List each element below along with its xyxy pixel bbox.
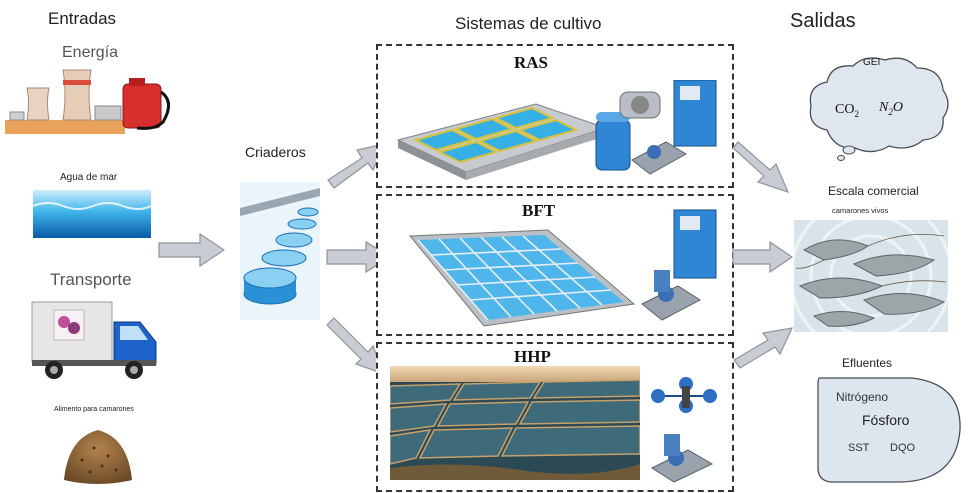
effluent-nitrogen: Nitrógeno — [836, 390, 889, 404]
energy-image — [5, 62, 175, 137]
hatchery-label: Criaderos — [245, 144, 306, 160]
bft-title: BFT — [522, 201, 556, 220]
co2-formula: CO2 — [835, 102, 859, 119]
hhp-system-box: HHP — [376, 342, 734, 492]
live-shrimp-image — [794, 220, 948, 332]
outputs-header: Salidas — [790, 10, 856, 32]
seawater-image — [33, 190, 151, 238]
seawater-label: Agua de mar — [60, 172, 118, 183]
arrow-hhp-to-outputs — [732, 326, 794, 372]
hatchery-image — [240, 182, 320, 320]
hhp-aerial-ponds-image — [390, 366, 640, 480]
ghg-cloud: GEI CO2 N2O — [805, 52, 953, 162]
commercial-scale-label: Escala comercial — [828, 184, 919, 198]
feed-label: Alimento para camarones — [54, 406, 134, 413]
inputs-header: Entradas — [48, 9, 117, 28]
bft-equipment-image — [640, 204, 720, 330]
ras-title: RAS — [514, 53, 549, 72]
n2o-formula: N2O — [879, 100, 903, 117]
effluent-cod: DQO — [890, 442, 916, 454]
feed-image — [60, 420, 136, 488]
ras-system-box: RAS — [376, 44, 734, 188]
bft-pond-grid-image — [408, 226, 638, 330]
arrow-bft-to-outputs — [732, 240, 794, 274]
ras-facility-image — [396, 80, 726, 184]
live-shrimp-label: camarones vivos — [832, 206, 889, 215]
hhp-title: HHP — [514, 347, 551, 366]
transport-label: Transporte — [50, 270, 132, 289]
transport-truck-image — [30, 298, 160, 382]
bft-system-box: BFT — [376, 194, 734, 336]
effluent-phosphorus: Fósforo — [862, 412, 910, 428]
effluents-drop: Nitrógeno Fósforo SST DQO — [816, 374, 966, 486]
effluents-label: Efluentes — [842, 356, 893, 370]
energy-label: Energía — [62, 44, 119, 61]
effluent-tss: SST — [848, 442, 870, 454]
systems-header: Sistemas de cultivo — [455, 14, 602, 33]
ghg-label: GEI — [863, 57, 881, 68]
arrow-ras-to-outputs — [732, 140, 792, 196]
arrow-hatchery-to-hhp — [326, 316, 388, 378]
arrow-inputs-to-hatchery — [158, 232, 226, 268]
hhp-aerators-image — [648, 372, 724, 484]
